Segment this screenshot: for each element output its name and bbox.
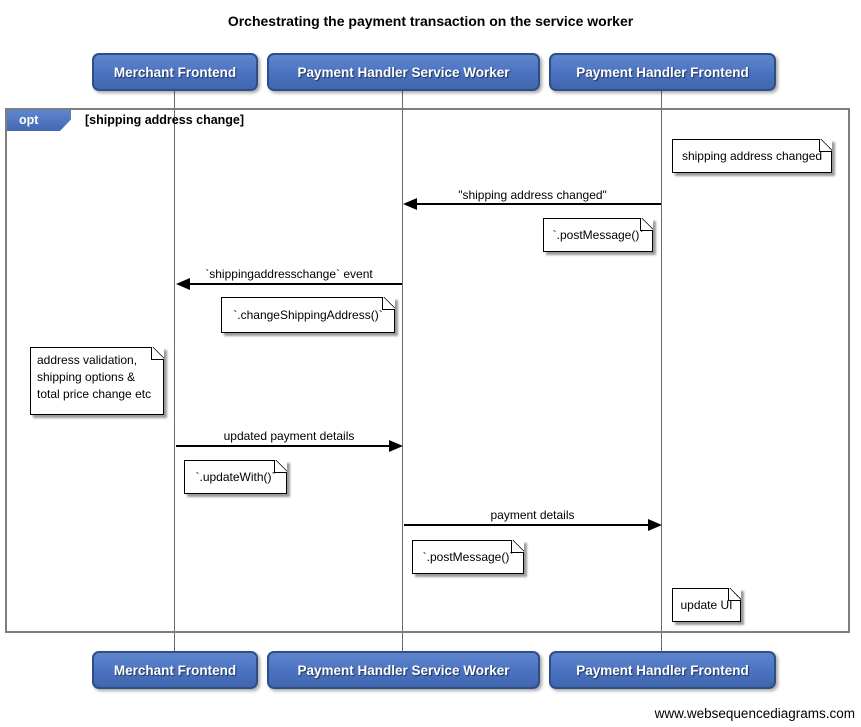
- note-fold-corner-icon: [151, 347, 164, 360]
- note-shipping-address-changed: shipping address changed: [672, 139, 832, 173]
- actor-bottom-payment-handler-frontend: Payment Handler Frontend: [549, 651, 776, 689]
- opt-frame: opt [shipping address change]: [5, 108, 850, 633]
- note-text: `.postMessage()`: [422, 550, 514, 564]
- arrowhead-right-icon: [648, 519, 662, 531]
- lifeline-merchant-frontend: [174, 91, 175, 651]
- note-text: `.updateWith()`: [195, 470, 276, 484]
- note-text: shipping address changed: [681, 149, 823, 163]
- message-line: [183, 283, 402, 285]
- lifeline-payment-handler-service-worker: [402, 91, 403, 651]
- note-update-ui: update UI: [672, 588, 741, 622]
- note-address-validation: address validation, shipping options & t…: [30, 347, 164, 415]
- arrowhead-left-icon: [176, 278, 190, 290]
- note-updatewith: `.updateWith()`: [184, 460, 287, 494]
- message-label-updated-payment-details: updated payment details: [223, 429, 355, 443]
- note-fold-corner-icon: [640, 218, 653, 231]
- note-fold-corner-icon: [819, 139, 832, 152]
- arrowhead-right-icon: [389, 440, 403, 452]
- note-changeshippingaddress: `.changeShippingAddress()`: [221, 297, 395, 333]
- message-label-shipping-address-changed: "shipping address changed": [458, 188, 607, 202]
- actor-top-merchant-frontend: Merchant Frontend: [92, 53, 258, 91]
- note-fold-corner-icon: [511, 540, 524, 553]
- note-fold-corner-icon: [728, 588, 741, 601]
- websequencediagrams-watermark: www.websequencediagrams.com: [654, 706, 855, 721]
- message-line: [176, 445, 395, 447]
- note-postmessage-upper: `.postMessage()`: [543, 218, 653, 252]
- lifeline-payment-handler-frontend: [661, 91, 662, 651]
- opt-frame-condition: [shipping address change]: [85, 113, 245, 127]
- note-text: `.postMessage()`: [552, 228, 644, 242]
- note-text: address validation, shipping options & t…: [37, 353, 152, 401]
- note-fold-corner-icon: [274, 460, 287, 473]
- note-text: `.changeShippingAddress()`: [233, 308, 383, 322]
- message-label-shippingaddresschange-event: `shippingaddresschange` event: [205, 267, 373, 281]
- actor-top-payment-handler-service-worker: Payment Handler Service Worker: [267, 53, 540, 91]
- message-line: [410, 203, 661, 205]
- note-fold-corner-icon: [382, 297, 395, 310]
- arrowhead-left-icon: [403, 198, 417, 210]
- actor-top-payment-handler-frontend: Payment Handler Frontend: [549, 53, 776, 91]
- note-postmessage-lower: `.postMessage()`: [412, 540, 524, 574]
- actor-bottom-merchant-frontend: Merchant Frontend: [92, 651, 258, 689]
- diagram-title: Orchestrating the payment transaction on…: [227, 13, 634, 29]
- opt-frame-operator-tab: opt: [7, 110, 71, 131]
- message-line: [404, 524, 648, 526]
- actor-bottom-payment-handler-service-worker: Payment Handler Service Worker: [267, 651, 540, 689]
- message-label-payment-details: payment details: [490, 508, 575, 522]
- note-text: update UI: [680, 598, 733, 612]
